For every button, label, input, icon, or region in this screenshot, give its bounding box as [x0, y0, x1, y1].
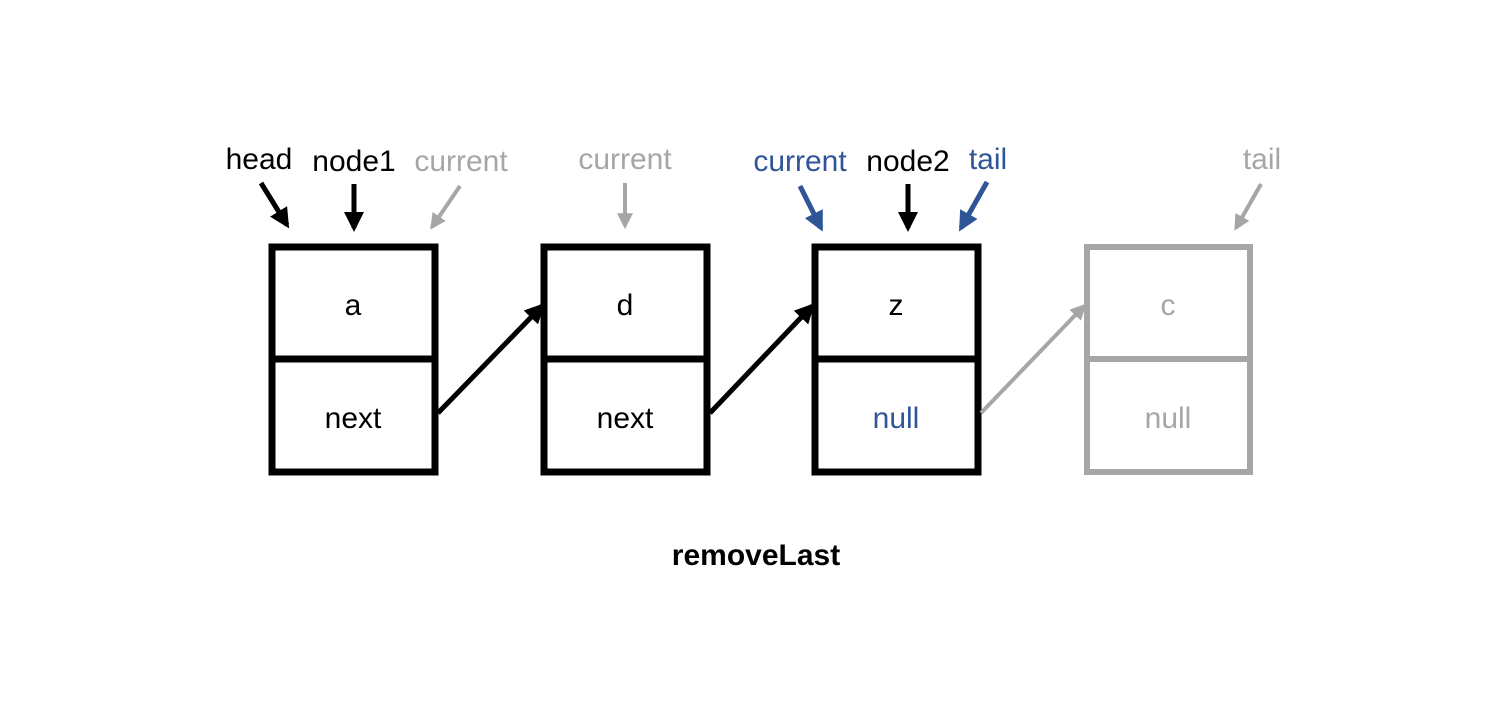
node-d: d next	[540, 243, 711, 476]
node-z: z null	[811, 243, 982, 476]
node-a: a next	[268, 243, 439, 476]
pointer-label-tail: tail	[1243, 143, 1281, 176]
pointer-arrow	[797, 184, 824, 232]
node-c: c null	[1084, 244, 1253, 475]
pointer-label-current: current	[414, 145, 508, 178]
pointer-label-tail: tail	[969, 143, 1007, 176]
node-value: d	[617, 289, 634, 322]
pointer-arrow	[1234, 183, 1263, 231]
pointer-label-current: current	[578, 143, 672, 176]
node-next: next	[597, 402, 654, 435]
pointer-arrow	[430, 184, 462, 230]
node-value: c	[1161, 289, 1176, 322]
pointer-label-node1: node1	[312, 145, 395, 178]
link-arrow	[708, 303, 815, 415]
pointer-arrow	[958, 180, 990, 232]
node-value: z	[889, 289, 904, 322]
pointer-label-current: current	[753, 145, 847, 178]
diagram-caption: removeLast	[672, 539, 840, 572]
pointer-label-node2: node2	[866, 145, 949, 178]
node-next: null	[873, 402, 920, 435]
pointer-arrow	[258, 181, 290, 229]
link-arrow	[436, 303, 545, 415]
pointer-label-head: head	[226, 143, 293, 176]
link-arrow	[979, 303, 1087, 415]
node-next: null	[1145, 402, 1192, 435]
node-value: a	[345, 289, 362, 322]
node-next: next	[325, 402, 382, 435]
